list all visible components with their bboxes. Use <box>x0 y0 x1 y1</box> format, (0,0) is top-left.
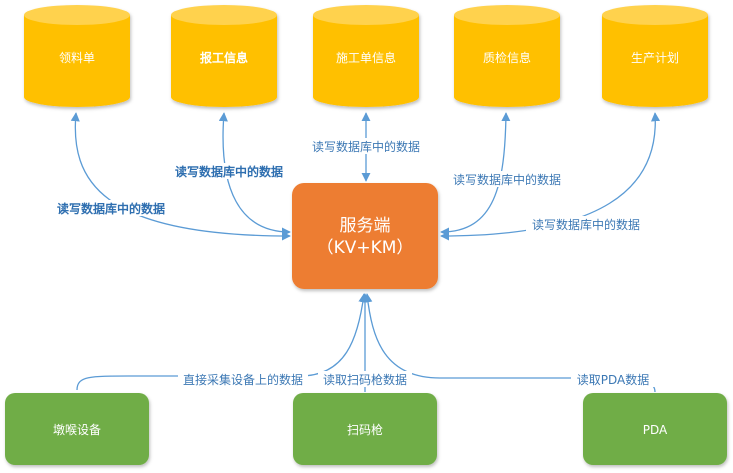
edge-label-requisition: 读写数据库中的数据 <box>57 201 165 216</box>
database-label: 报工信息 <box>200 50 248 65</box>
source-device: 墩喉设备 <box>5 393 149 465</box>
database-work-report: 报工信息 <box>171 5 277 107</box>
database-work-order: 施工单信息 <box>313 5 419 107</box>
edge-label-report: 读写数据库中的数据 <box>175 164 283 179</box>
source-pda: PDA <box>583 393 727 465</box>
server-node: 服务端 （KV+KM） <box>292 183 438 289</box>
server-title: 服务端 <box>340 216 391 236</box>
edge-label-plan: 读写数据库中的数据 <box>532 217 640 232</box>
source-scanner: 扫码枪 <box>293 393 437 465</box>
source-label: 墩喉设备 <box>53 423 101 437</box>
edge-label-workorder: 读写数据库中的数据 <box>312 139 420 154</box>
database-production-plan: 生产计划 <box>602 5 708 107</box>
source-label: PDA <box>643 423 668 437</box>
connector-plan-server <box>440 112 661 241</box>
edge-label-device: 直接采集设备上的数据 <box>183 372 303 387</box>
edge-label-quality: 读写数据库中的数据 <box>453 172 561 187</box>
connector-report-server <box>218 112 291 237</box>
database-label: 施工单信息 <box>336 50 396 65</box>
source-label: 扫码枪 <box>347 422 383 437</box>
database-label: 领料单 <box>59 51 95 65</box>
database-label: 生产计划 <box>631 51 679 65</box>
edge-label-pda: 读取PDA数据 <box>577 372 649 387</box>
database-material-requisition: 领料单 <box>24 5 130 107</box>
server-subtitle: （KV+KM） <box>317 238 414 258</box>
database-label: 质检信息 <box>483 50 531 65</box>
edge-label-scanner: 读取扫码枪数据 <box>323 372 407 387</box>
database-quality-inspection: 质检信息 <box>454 5 560 107</box>
